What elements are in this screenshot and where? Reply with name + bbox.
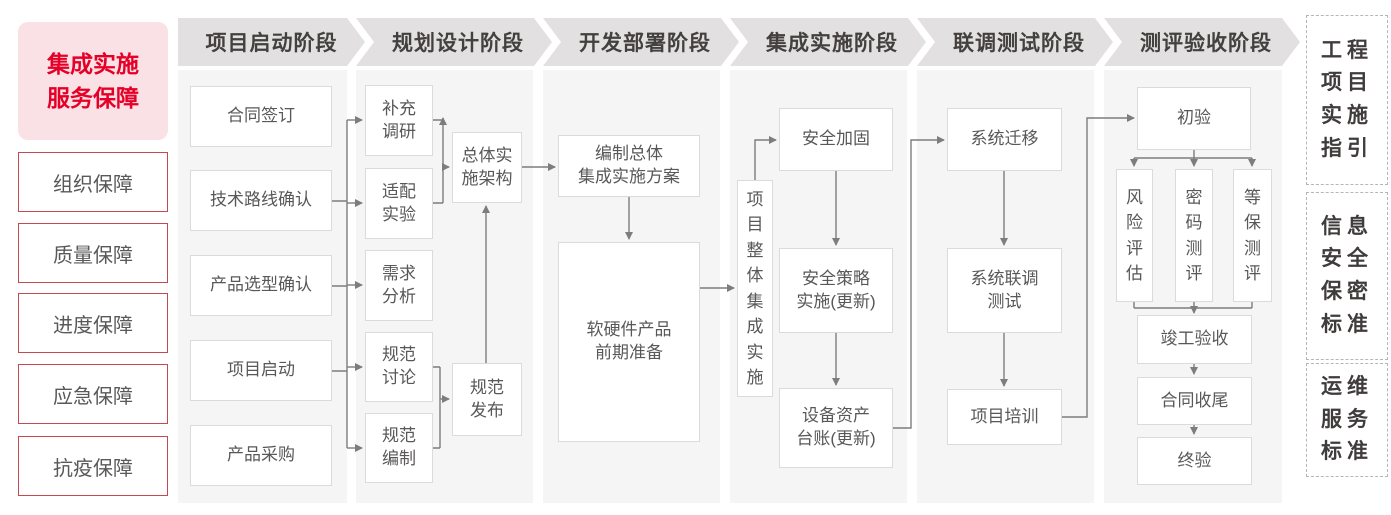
step-initial-acceptance: 初验 [1137, 87, 1251, 150]
step-product-procurement: 产品采购 [190, 425, 332, 486]
guarantee-item-emergency: 应急保障 [18, 364, 168, 424]
step-system-migration: 系统迁移 [947, 108, 1062, 171]
step-spec-discussion: 规范 讨论 [365, 332, 433, 402]
phase-header-planning-design: 规划设计阶段 [356, 18, 552, 66]
step-project-kickoff: 项目启动 [190, 340, 332, 401]
standard-om-service: 运维服务标准 [1306, 363, 1388, 477]
guarantee-item-schedule: 进度保障 [18, 293, 168, 353]
step-supplementary-research: 补充 调研 [365, 85, 433, 156]
step-adaptation-experiment: 适配 实验 [365, 168, 433, 239]
step-security-hardening: 安全加固 [779, 108, 893, 171]
step-completion-acceptance: 竣工验收 [1137, 315, 1252, 364]
step-spec-drafting: 规范 编制 [365, 413, 433, 483]
step-product-selection-confirm: 产品选型确认 [190, 255, 332, 316]
step-requirement-analysis: 需求 分析 [365, 250, 433, 321]
step-tech-route-confirm: 技术路线确认 [190, 170, 332, 231]
phase-header-integration: 集成实施阶段 [730, 18, 926, 66]
guarantee-item-quality: 质量保障 [18, 223, 168, 283]
step-contract-signing: 合同签订 [190, 86, 332, 147]
left-panel-title: 集成实施 服务保障 [18, 22, 168, 140]
phase-header-dev-deploy: 开发部署阶段 [543, 18, 739, 66]
step-spec-release: 规范 发布 [452, 363, 522, 436]
phase-header-acceptance: 测评验收阶段 [1104, 18, 1300, 66]
step-contract-closeout: 合同收尾 [1137, 377, 1252, 425]
step-mlps-evaluation: 等保测评 [1233, 169, 1272, 302]
phase-header-project-start: 项目启动阶段 [178, 18, 365, 66]
standard-engineering-guideline: 工程项目实施指引 [1306, 15, 1388, 185]
step-final-acceptance: 终验 [1137, 437, 1252, 485]
step-risk-assessment: 风险评估 [1116, 169, 1153, 302]
step-overall-project-integration: 项目整体集成实施 [737, 180, 773, 397]
phase-header-joint-test: 联调测试阶段 [917, 18, 1113, 66]
step-crypto-evaluation: 密码测评 [1175, 169, 1213, 302]
guarantee-item-epidemic: 抗疫保障 [18, 436, 168, 496]
guarantee-item-organization: 组织保障 [18, 152, 168, 212]
step-hw-sw-preparation: 软硬件产品 前期准备 [558, 242, 700, 442]
step-overall-implementation-architecture: 总体实 施架构 [452, 132, 522, 203]
step-overall-integration-plan: 编制总体 集成实施方案 [558, 135, 700, 197]
step-asset-ledger-update: 设备资产 台账(更新) [779, 388, 893, 468]
step-security-policy-implementation: 安全策略 实施(更新) [779, 248, 893, 333]
step-project-training: 项目培训 [947, 389, 1062, 445]
step-system-joint-testing: 系统联调 测试 [947, 248, 1062, 333]
standard-infosec-confidentiality: 信息安全保密标准 [1306, 192, 1388, 360]
